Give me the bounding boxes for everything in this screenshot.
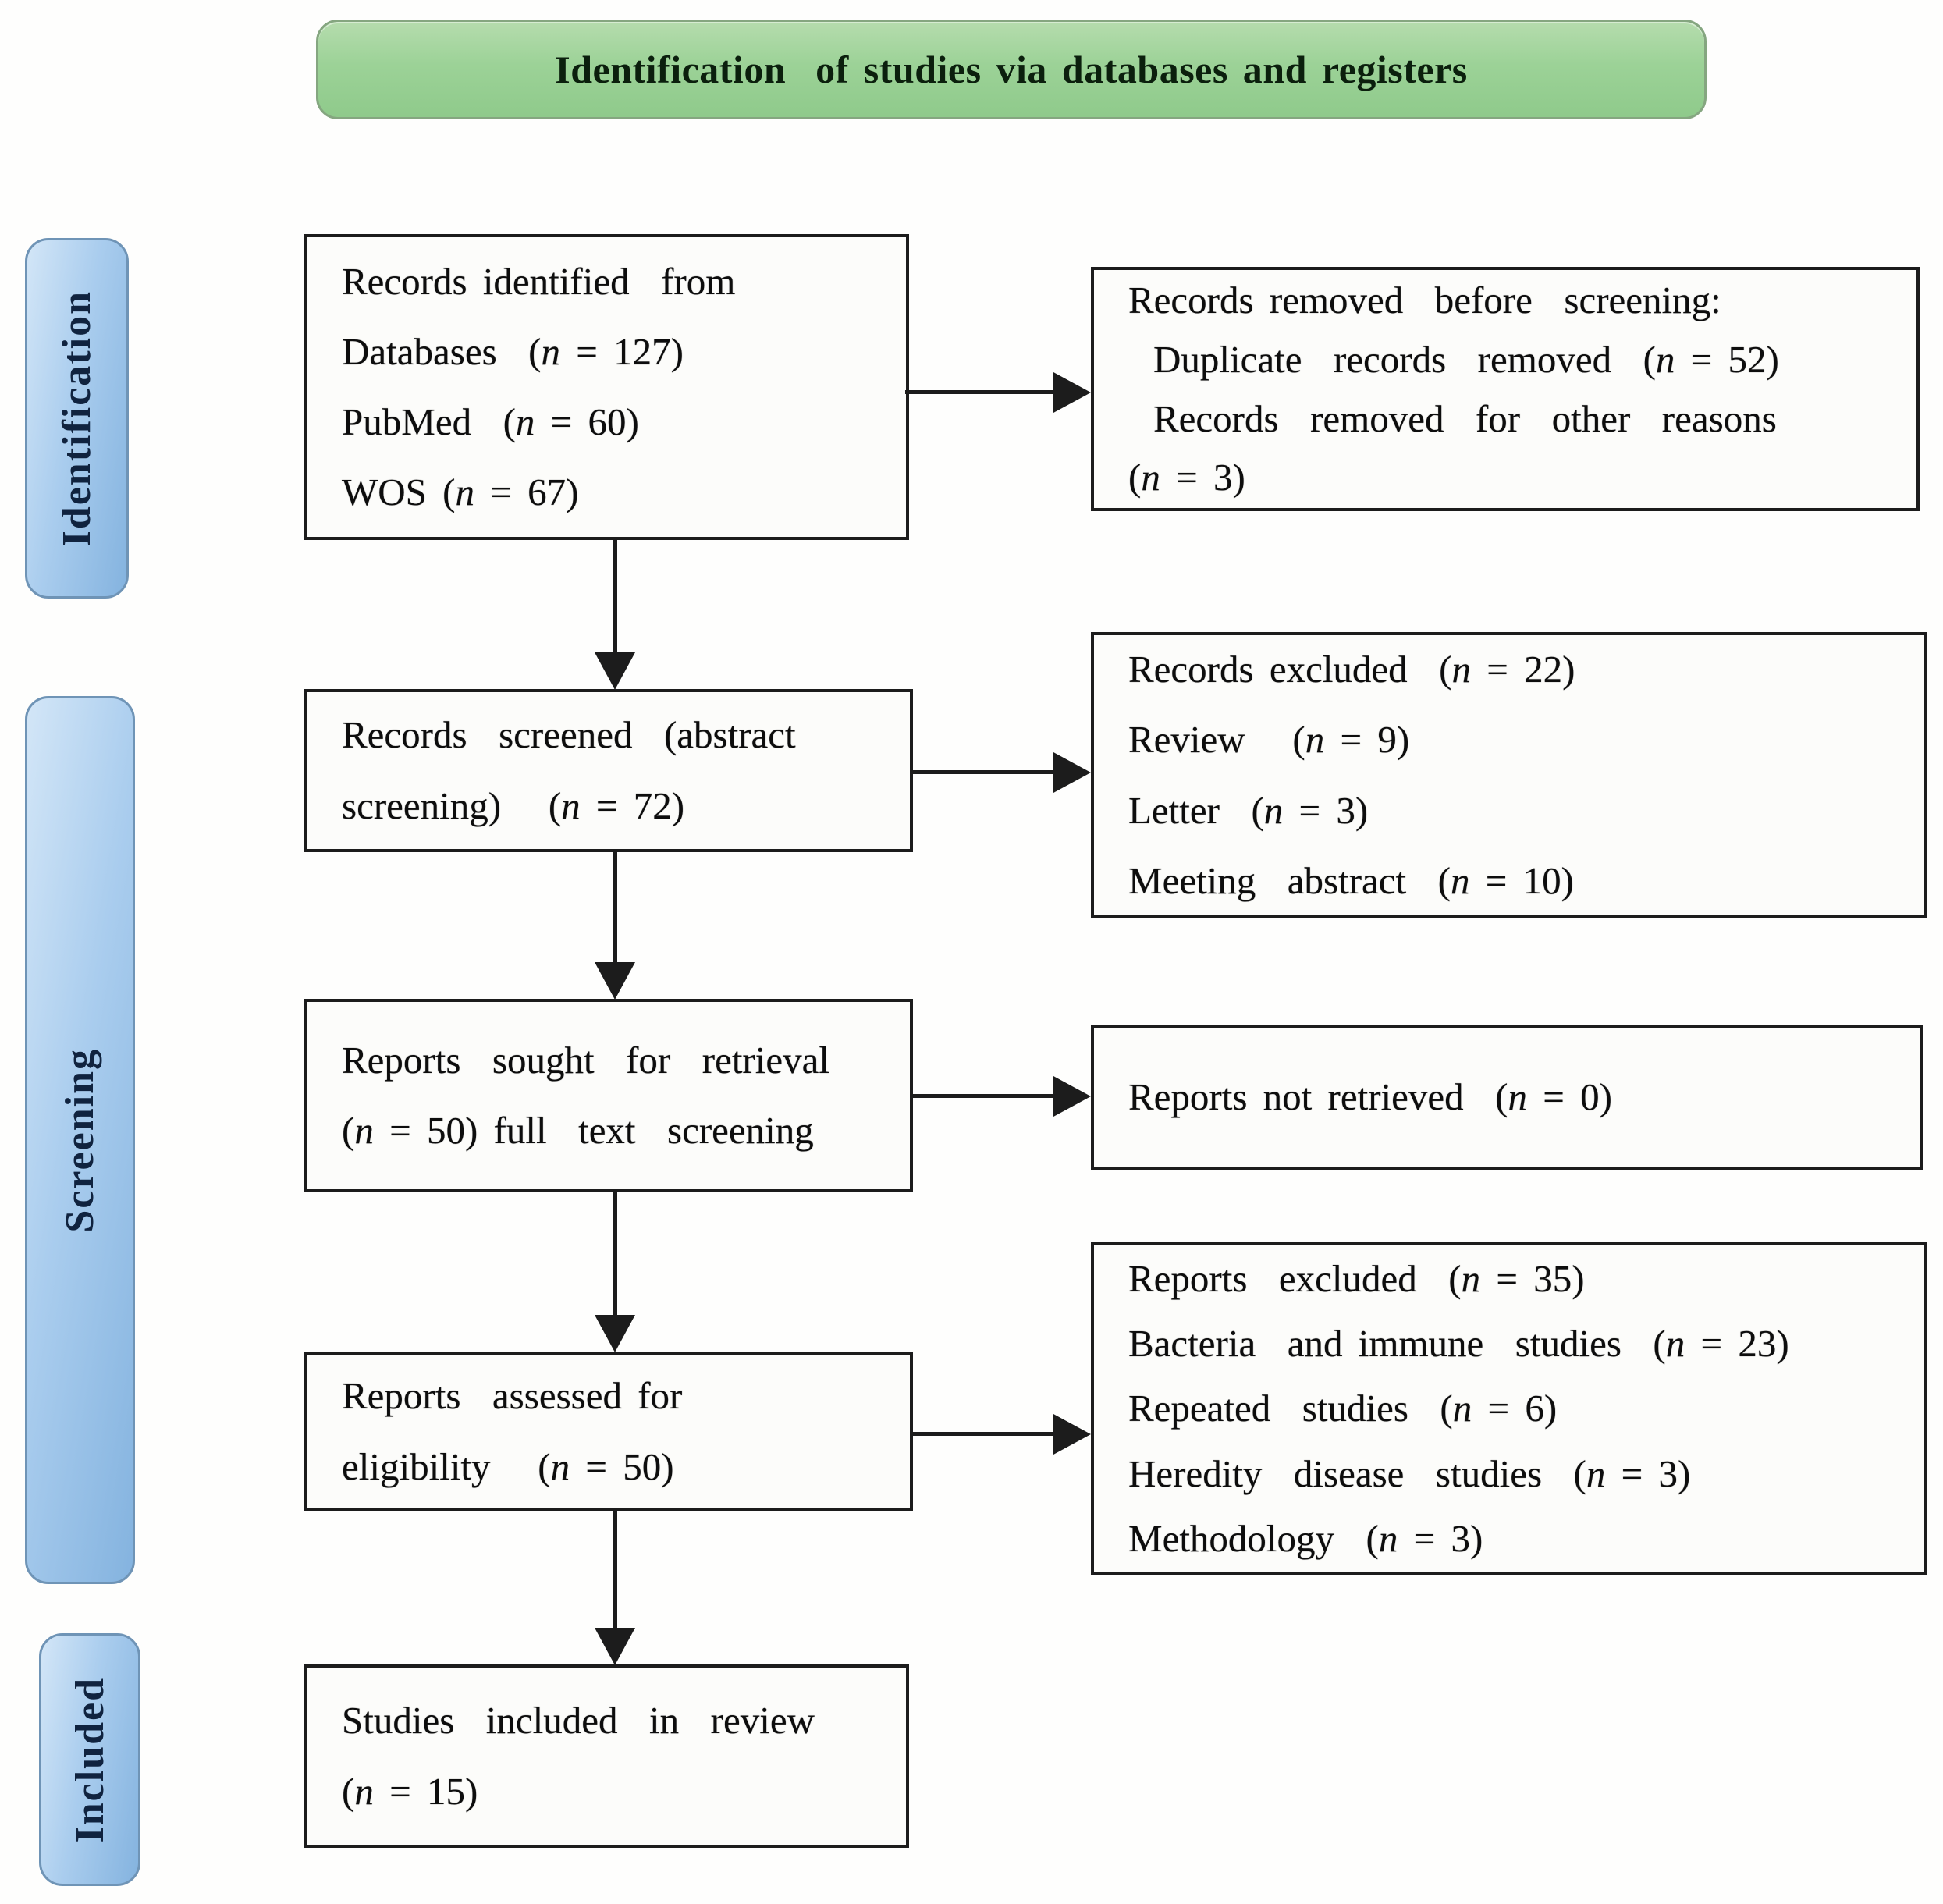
text-line: Bacteria and immune studies (n = 23) xyxy=(1128,1322,1789,1366)
text-line: Repeated studies (n = 6) xyxy=(1128,1387,1558,1430)
stage-label-identification: Identification xyxy=(25,238,129,599)
box-studies-included: Studies included in review (n = 15) xyxy=(304,1664,909,1848)
box-records-identified: Records identified from Databases (n = 1… xyxy=(304,234,909,540)
stage-label-identification-text: Identification xyxy=(55,290,99,547)
arrow-identified-to-removed-head-icon xyxy=(1053,372,1091,413)
arrow-screened-to-sought xyxy=(613,852,617,964)
text-line: Reports excluded (n = 35) xyxy=(1128,1256,1585,1300)
stage-label-included: Included xyxy=(39,1633,140,1886)
text-line: screening) (n = 72) xyxy=(342,783,685,827)
stage-label-screening-text: Screening xyxy=(58,1047,102,1233)
text-line: Records screened (abstract xyxy=(342,713,796,757)
text-line: Duplicate records removed (n = 52) xyxy=(1153,337,1779,381)
box-records-excluded: Records excluded (n = 22) Review (n = 9)… xyxy=(1091,632,1927,918)
arrow-screened-to-sought-head-icon xyxy=(595,962,635,1000)
text-line: (n = 3) xyxy=(1128,456,1245,499)
text-line: Records excluded (n = 22) xyxy=(1128,648,1575,691)
arrow-sought-to-not-retrieved xyxy=(910,1094,1053,1098)
text-line: Reports assessed for xyxy=(342,1374,683,1418)
arrow-identified-to-screened-head-icon xyxy=(595,652,635,690)
text-line: Records removed before screening: xyxy=(1128,278,1721,321)
text-line: Heredity disease studies (n = 3) xyxy=(1128,1451,1691,1495)
text-line: Meeting abstract (n = 10) xyxy=(1128,858,1574,902)
arrow-identified-to-removed xyxy=(905,390,1053,394)
text-line: PubMed (n = 60) xyxy=(342,400,639,443)
arrow-identified-to-screened xyxy=(613,540,617,654)
text-line: WOS (n = 67) xyxy=(342,471,579,514)
box-records-screened: Records screened (abstract screening) (n… xyxy=(304,689,913,852)
text-line: Reports not retrieved (n = 0) xyxy=(1128,1075,1612,1119)
stage-label-included-text: Included xyxy=(67,1676,112,1843)
diagram-title-banner: Identification of studies via databases … xyxy=(316,20,1707,119)
arrow-assessed-to-reports-excluded xyxy=(910,1432,1053,1436)
arrow-sought-to-assessed-head-icon xyxy=(595,1315,635,1352)
diagram-title: Identification of studies via databases … xyxy=(555,48,1468,91)
box-reports-excluded: Reports excluded (n = 35) Bacteria and i… xyxy=(1091,1242,1927,1575)
box-records-removed-before-screening: Records removed before screening: Duplic… xyxy=(1091,267,1920,511)
text-line: Studies included in review xyxy=(342,1699,815,1742)
arrow-sought-to-not-retrieved-head-icon xyxy=(1053,1076,1091,1117)
text-line: Records removed for other reasons xyxy=(1153,396,1777,440)
text-line: Records identified from xyxy=(342,259,736,303)
box-reports-not-retrieved: Reports not retrieved (n = 0) xyxy=(1091,1025,1923,1170)
text-line: (n = 50) full text screening xyxy=(342,1109,814,1152)
arrow-assessed-to-included xyxy=(613,1511,617,1629)
arrow-screened-to-excluded-head-icon xyxy=(1053,752,1091,793)
box-reports-assessed: Reports assessed for eligibility (n = 50… xyxy=(304,1352,913,1511)
box-reports-sought: Reports sought for retrieval (n = 50) fu… xyxy=(304,999,913,1192)
text-line: Databases (n = 127) xyxy=(342,329,684,373)
text-line: Methodology (n = 3) xyxy=(1128,1516,1483,1560)
stage-label-screening: Screening xyxy=(25,696,135,1584)
arrow-sought-to-assessed xyxy=(613,1192,617,1316)
text-line: eligibility (n = 50) xyxy=(342,1444,674,1488)
arrow-assessed-to-reports-excluded-head-icon xyxy=(1053,1414,1091,1455)
text-line: Letter (n = 3) xyxy=(1128,788,1369,832)
arrow-screened-to-excluded xyxy=(910,770,1053,774)
text-line: Reports sought for retrieval xyxy=(342,1038,829,1082)
arrow-assessed-to-included-head-icon xyxy=(595,1628,635,1665)
text-line: (n = 15) xyxy=(342,1769,478,1813)
text-line: Review (n = 9) xyxy=(1128,718,1410,762)
